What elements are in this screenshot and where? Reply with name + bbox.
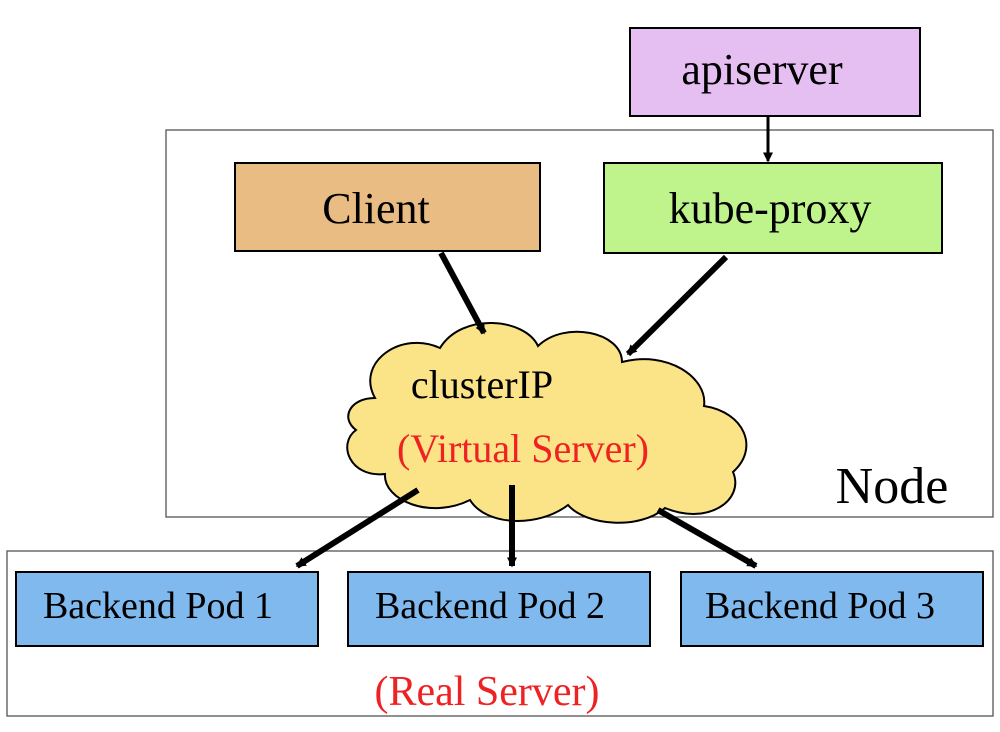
apiserver-box — [629, 27, 921, 117]
arrow-client-to-cluster-ip — [438, 251, 487, 335]
arrow-kube-proxy-to-cluster-ip — [625, 254, 729, 357]
kube-proxy-box — [603, 162, 943, 254]
client-label: Client — [322, 184, 430, 233]
backend-pod-1-label: Backend Pod 1 — [43, 585, 273, 627]
cluster-ip-label: clusterIP — [411, 362, 553, 407]
virtual-server-label: (Virtual Server) — [397, 426, 649, 471]
backend-pod-3-label: Backend Pod 3 — [705, 585, 935, 627]
node-label: Node — [836, 458, 949, 515]
cluster-ip-cloud — [346, 322, 748, 524]
arrow-cluster-ip-to-pod-3 — [656, 507, 758, 569]
apiserver-label: apiserver — [681, 45, 843, 94]
backend-pod-2-label: Backend Pod 2 — [375, 585, 605, 627]
arrow-cluster-ip-to-pod-1 — [295, 487, 420, 569]
backend-pod-1-box — [15, 571, 319, 647]
client-box — [234, 162, 541, 252]
kube-proxy-label: kube-proxy — [669, 184, 872, 233]
backend-pod-2-box — [347, 571, 651, 647]
backend-pod-3-box — [680, 571, 984, 647]
real-server-label: (Real Server) — [374, 669, 599, 715]
